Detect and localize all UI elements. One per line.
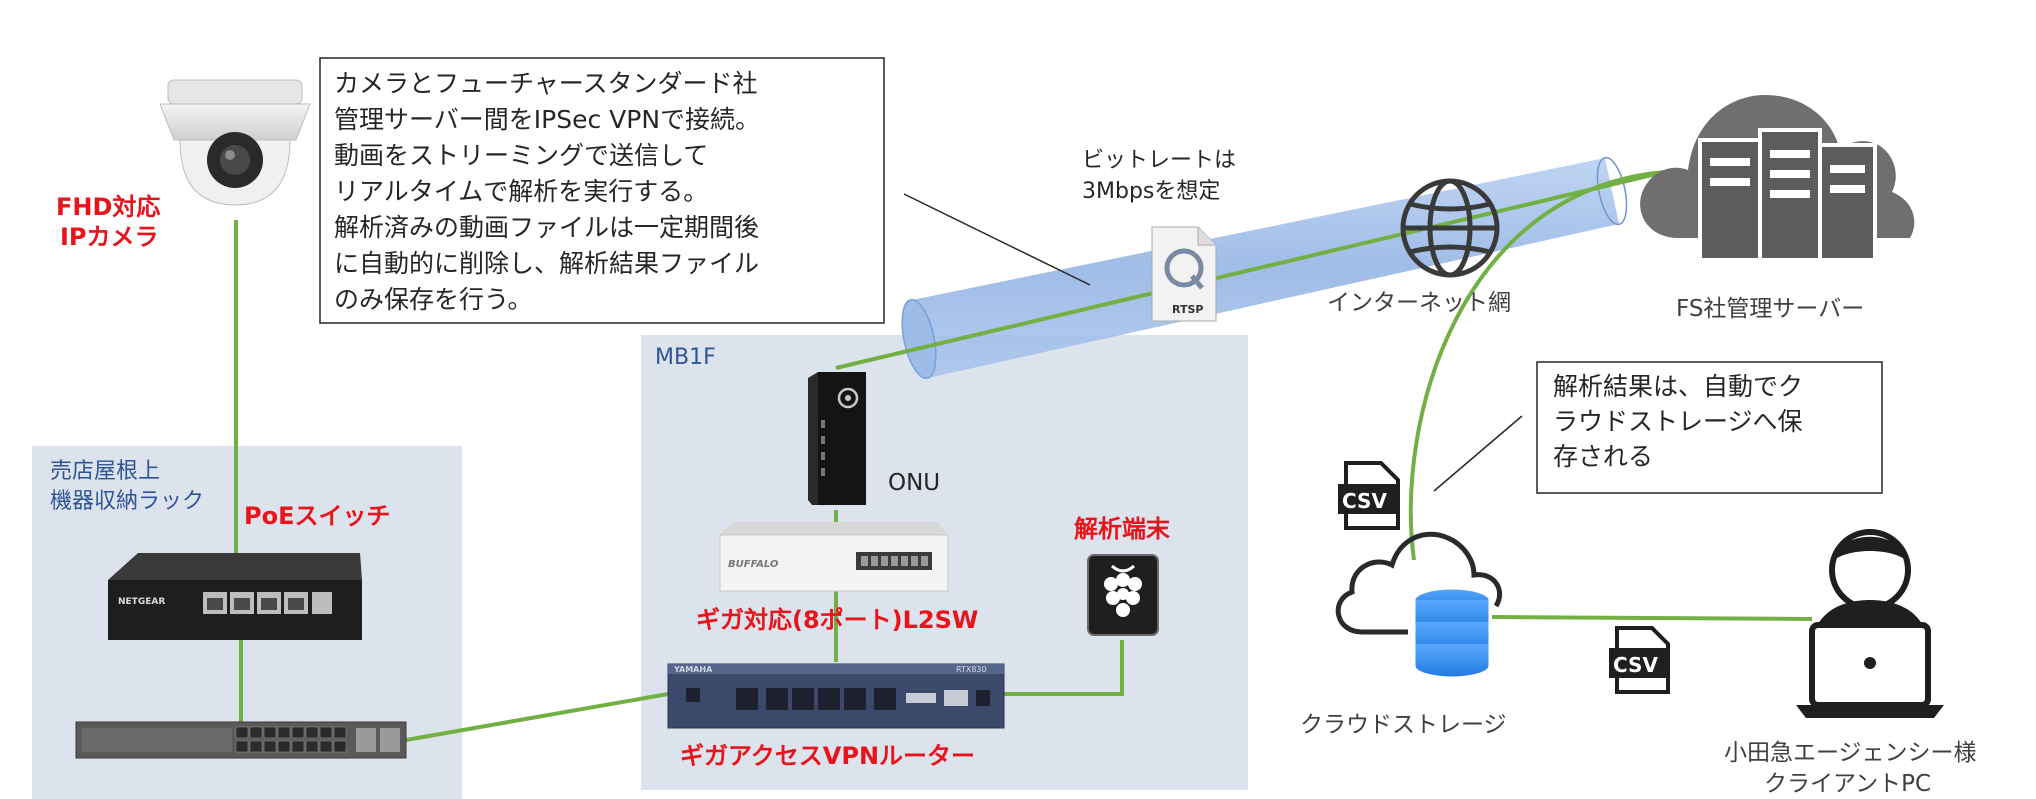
rtsp-label: RTSP [1172, 303, 1203, 316]
globe-icon [1400, 178, 1500, 278]
cloud-storage-icon [1335, 531, 1503, 680]
l2-switch-icon: BUFFALO [719, 522, 949, 592]
poe-switch-label: PoEスイッチ [244, 502, 390, 530]
router-brand: YAMAHA [673, 665, 713, 674]
note-vpn-line-6: に自動的に削除し、解析結果ファイル [334, 249, 759, 278]
csv-left-label: CSV [1342, 489, 1387, 513]
link-core-router [405, 692, 669, 742]
laptop-icon [1796, 622, 1944, 718]
l2-switch-brand: BUFFALO [728, 559, 779, 570]
client-label-line-2: クライアントPC [1764, 771, 1931, 797]
rack-title-line-1: 売店屋根上 [50, 459, 160, 484]
note-vpn-line-3: 動画をストリーミングで送信して [334, 141, 708, 170]
note-vpn-pointer [903, 193, 1091, 286]
poe-switch-brand: NETGEAR [118, 597, 165, 607]
csv-file-icon-right: CSV [1609, 626, 1670, 694]
note-vpn-line-2: 管理サーバー間をIPSec VPNで接続。 [334, 105, 760, 134]
note-vpn-line-4: リアルタイムで解析を実行する。 [334, 177, 708, 206]
note-storage-line-1: 解析結果は、自動でク [1553, 372, 1803, 401]
note-vpn-line-7: のみ保存を行う。 [334, 285, 533, 314]
link-onu-server [835, 170, 1666, 370]
rack-title-line-2: 機器収納ラック [50, 489, 204, 514]
link-router-terminal [1003, 640, 1124, 696]
onu-icon [808, 372, 866, 505]
note-vpn-line-5: 解析済みの動画ファイルは一定期間後 [334, 213, 759, 242]
raspberry-pi-icon [1087, 554, 1159, 636]
bitrate-line-1: ビットレートは [1082, 148, 1236, 173]
l2-switch-label: ギガ対応(8ポート)L2SW [696, 606, 978, 634]
ip-camera-icon [159, 79, 311, 206]
server-label: FS社管理サーバー [1676, 296, 1864, 322]
server-cloud-icon [1640, 95, 1915, 262]
onu-label: ONU [888, 470, 940, 496]
csv-file-icon-left: CSV [1338, 461, 1400, 530]
note-storage: 解析結果は、自動でク ラウドストレージへ保 存される [1536, 361, 1883, 494]
router-label: ギガアクセスVPNルーター [680, 742, 975, 770]
bitrate-line-2: 3Mbpsを想定 [1082, 179, 1220, 204]
core-switch-icon [75, 721, 407, 759]
link-storage-client [1491, 615, 1813, 621]
note-storage-line-3: 存される [1553, 442, 1653, 471]
internet-label: インターネット網 [1327, 290, 1511, 316]
note-storage-line-2: ラウドストレージへ保 [1553, 407, 1803, 436]
camera-label-line-2: IPカメラ [60, 223, 159, 251]
analysis-terminal-label: 解析端末 [1074, 515, 1171, 543]
client-label-line-1: 小田急エージェンシー様 [1724, 740, 1977, 766]
cloud-storage-label: クラウドストレージ [1300, 712, 1507, 738]
router-model: RTX830 [956, 665, 987, 674]
camera-label-line-1: FHD対応 [56, 193, 160, 221]
mb1f-title: MB1F [655, 345, 716, 370]
rtsp-stream-icon: RTSP [1151, 226, 1217, 322]
note-vpn: カメラとフューチャースタンダード社 管理サーバー間をIPSec VPNで接続。 … [319, 57, 885, 324]
vpn-router-icon: YAMAHA RTX830 [667, 663, 1005, 729]
note-storage-pointer [1433, 415, 1523, 492]
csv-right-label: CSV [1613, 653, 1658, 677]
poe-switch-icon: NETGEAR [108, 553, 362, 640]
link-server-storage [1408, 170, 1666, 561]
note-vpn-line-1: カメラとフューチャースタンダード社 [334, 69, 758, 98]
